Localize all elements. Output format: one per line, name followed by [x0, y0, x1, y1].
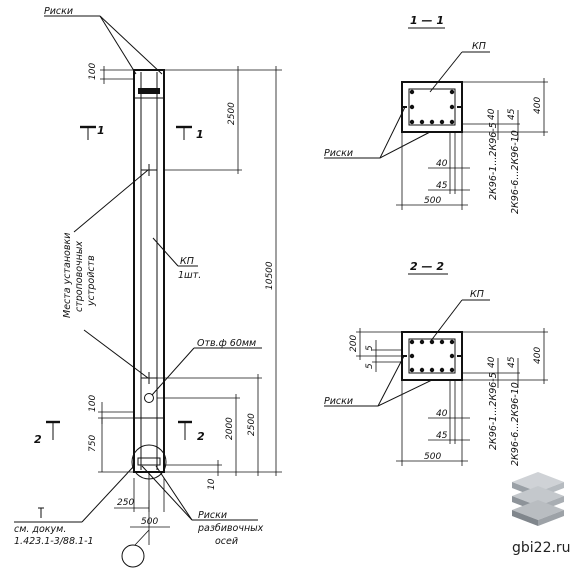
riski-top-label: Риски: [44, 6, 73, 17]
dim-2000-text: 2000: [225, 417, 235, 440]
kp-main-label: КП: [180, 256, 194, 267]
dim-10-text: 10: [207, 478, 217, 490]
s2-marks-b: 2К96-6...2К96-10: [510, 382, 521, 466]
mesta-line1: Места установки: [62, 233, 73, 318]
dim-500-column-text: 500: [141, 517, 158, 527]
section-2-2: 2 — 2 КП Риски 200 5 5: [324, 260, 548, 466]
dim-2500-top-text: 2500: [227, 102, 237, 125]
section-1-1: 1 — 1 КП Риски 400 40 45: [324, 14, 548, 214]
watermark-text: gbi22.ru: [512, 540, 571, 556]
kp-s1-label: КП: [472, 41, 486, 52]
dim-2500-low-text: 2500: [247, 413, 257, 436]
s2-500-text: 500: [424, 452, 441, 462]
dim-750: 750: [88, 418, 134, 473]
lifting-points-note: Места установки строповочных устройств: [62, 169, 149, 379]
dim-750-text: 750: [88, 435, 98, 452]
section-mark-2-right: 2: [178, 420, 205, 443]
s1-marks-a: 2К96-1...2К96-5: [488, 122, 499, 200]
s2-45a-text: 45: [507, 356, 517, 368]
section-mark-2-left: 2: [34, 420, 60, 446]
dim-100-low: 100: [88, 395, 134, 424]
dim-10500: 10500: [242, 66, 282, 476]
s1-40a-text: 40: [487, 108, 497, 120]
mesta-line3: устройств: [86, 255, 97, 307]
s1-400-text: 400: [533, 97, 543, 114]
dim-100-top: 100: [88, 63, 134, 84]
s2-200-text: 200: [349, 335, 359, 352]
svg-text:2: 2: [34, 433, 42, 446]
ref-line2: 1.423.1-3/88.1-1: [14, 536, 94, 547]
hole-circle: [144, 393, 154, 403]
dim-10: 10: [164, 460, 222, 490]
top-riski-callout: Риски: [44, 6, 163, 75]
dim-250-text: 250: [117, 498, 134, 508]
razbiv-line1: разбивочных: [197, 523, 264, 534]
s1-500-text: 500: [424, 196, 441, 206]
stack-logo-icon: [512, 472, 564, 526]
section-mark-1-left: 1: [80, 124, 105, 140]
s2-5b-text: 5: [365, 363, 375, 369]
svg-text:1: 1: [196, 128, 204, 141]
axis-bubble: [121, 544, 145, 568]
dim-2000: 2000: [157, 394, 240, 476]
hole-label: Отв.ф 60мм: [197, 338, 256, 349]
ref-line1: см. докум.: [14, 524, 66, 535]
dim-100-top-text: 100: [88, 63, 98, 80]
riski-s1-label: Риски: [324, 148, 353, 159]
s1-45a-text: 45: [507, 108, 517, 120]
dim-100-low-text: 100: [88, 395, 98, 412]
kp-callout-column: КП 1шт.: [152, 237, 201, 281]
s2-40b-text: 40: [436, 409, 448, 419]
dim-10500-text: 10500: [265, 261, 275, 290]
section-2-title: 2 — 2: [410, 260, 444, 273]
riski-bottom-label: Риски: [198, 510, 227, 521]
razbiv-line2: осей: [215, 536, 238, 547]
s2-marks-a: 2К96-1...2К96-5: [488, 372, 499, 450]
s2-40a-text: 40: [487, 356, 497, 368]
svg-text:2: 2: [197, 430, 205, 443]
dim-250: 250: [114, 478, 165, 512]
dim-500-column: 500: [130, 517, 170, 528]
s2-5a-text: 5: [365, 345, 375, 351]
s1-45b-text: 45: [436, 181, 448, 191]
svg-text:1: 1: [97, 124, 105, 137]
kp-count-label: 1шт.: [178, 270, 201, 281]
s2-45b-text: 45: [436, 431, 448, 441]
dim-2500-low: 2500: [157, 374, 262, 476]
riski-s2-label: Риски: [324, 396, 353, 407]
section-1-title: 1 — 1: [410, 14, 444, 27]
s1-40b-text: 40: [436, 159, 448, 169]
s1-marks-b: 2К96-6...2К96-10: [510, 130, 521, 214]
bottom-riski-callout: Риски разбивочных осей: [141, 465, 264, 547]
watermark: gbi22.ru: [512, 472, 571, 556]
s2-400-text: 400: [533, 347, 543, 364]
reference-note: см. докум. 1.423.1-3/88.1-1: [14, 465, 135, 547]
column-elevation: [121, 69, 167, 568]
section-mark-1-right: 1: [176, 125, 204, 141]
kp-s2-label: КП: [470, 289, 484, 300]
dim-2500-top: 2500: [164, 66, 242, 174]
mesta-line2: строповочных: [74, 241, 85, 312]
hole-callout: Отв.ф 60мм: [151, 338, 262, 396]
